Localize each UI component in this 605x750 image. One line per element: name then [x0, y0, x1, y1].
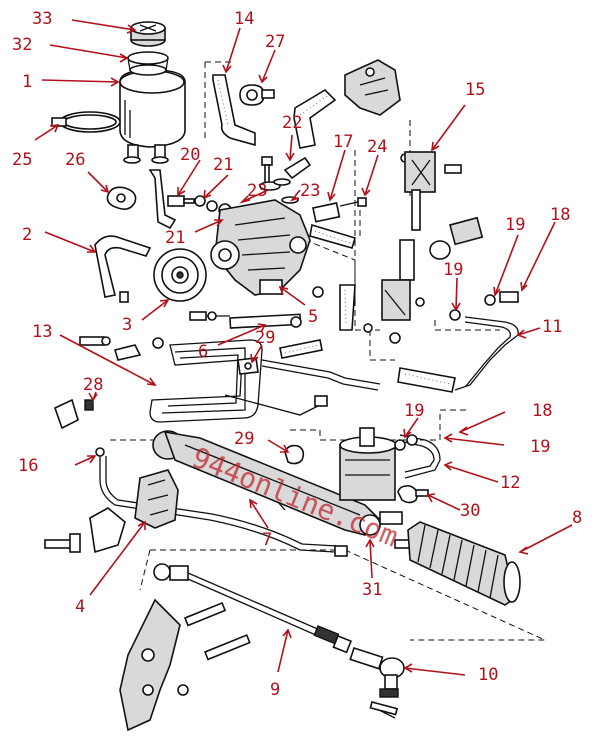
callout-7: 7 — [262, 530, 272, 550]
leader-lines — [34, 19, 573, 676]
bolts-17-24 — [312, 197, 367, 223]
callout-20: 20 — [180, 145, 200, 165]
callout-27: 27 — [265, 32, 285, 52]
hose-clamp-26 — [106, 186, 137, 210]
callout-19-lower-right: 19 — [530, 437, 550, 457]
callout-8: 8 — [572, 508, 582, 528]
callout-labels: 33 32 1 25 26 14 27 15 22 17 24 20 21 23… — [12, 9, 582, 700]
callout-22: 22 — [282, 113, 302, 133]
cooler-line-13 — [149, 339, 381, 423]
pressure-switch — [429, 216, 519, 321]
return-line-11 — [397, 316, 519, 393]
tensioner-bolt — [189, 311, 302, 329]
line-12 — [399, 434, 441, 479]
callout-29-upper: 29 — [255, 328, 275, 348]
callout-12: 12 — [500, 473, 520, 493]
callout-6: 6 — [198, 342, 208, 362]
reservoir-clamp — [51, 111, 121, 133]
callout-9: 9 — [270, 680, 280, 700]
callout-18-top: 18 — [550, 205, 570, 225]
callout-31: 31 — [362, 580, 382, 600]
callout-19-mid: 19 — [443, 260, 463, 280]
callout-15: 15 — [465, 80, 485, 100]
inner-tie-rod — [153, 563, 353, 654]
v-belt — [94, 235, 152, 298]
callout-30: 30 — [460, 501, 480, 521]
clamp-30 — [397, 485, 429, 504]
reservoir-filter — [127, 51, 169, 76]
callout-18-lower: 18 — [532, 401, 552, 421]
tie-rod-end-10 — [349, 646, 405, 719]
hose-clamp-27 — [239, 84, 275, 106]
lower-bracket — [119, 598, 251, 732]
pressure-hose — [309, 223, 373, 333]
bracket-28 — [54, 336, 164, 430]
callout-10: 10 — [478, 665, 498, 685]
callout-21-lower: 21 — [165, 228, 185, 248]
mount-bushing-4 — [44, 469, 179, 554]
callout-13: 13 — [32, 322, 52, 342]
callout-14: 14 — [234, 9, 254, 29]
callout-29-lower: 29 — [234, 429, 254, 449]
callout-16: 16 — [18, 456, 38, 476]
callout-3: 3 — [122, 315, 132, 335]
callout-23-left: 23 — [247, 181, 267, 201]
callout-5: 5 — [308, 307, 318, 327]
callout-33: 33 — [32, 9, 52, 29]
reservoir — [119, 69, 186, 164]
callout-24: 24 — [367, 137, 387, 157]
suction-hose — [212, 74, 256, 147]
reservoir-cap — [130, 21, 166, 47]
callout-32: 32 — [12, 35, 32, 55]
callout-28: 28 — [83, 375, 103, 395]
steering-shaft — [381, 151, 462, 344]
callout-2: 2 — [22, 225, 32, 245]
callout-1: 1 — [22, 72, 32, 92]
steering-rack — [152, 427, 418, 549]
power-steering-pump — [210, 199, 311, 296]
return-line-16 — [95, 447, 348, 557]
rack-boot — [407, 521, 521, 606]
return-hose-22 — [293, 88, 337, 149]
callout-17: 17 — [333, 132, 353, 152]
callout-11: 11 — [542, 317, 562, 337]
hose-clamp-29-lower — [284, 444, 305, 465]
callout-19-top: 19 — [505, 215, 525, 235]
mounting-bracket — [344, 59, 401, 116]
callout-25: 25 — [12, 150, 32, 170]
callout-19-lower-left: 19 — [404, 401, 424, 421]
callout-26: 26 — [65, 150, 85, 170]
callout-4: 4 — [75, 597, 85, 617]
callout-23-right: 23 — [300, 181, 320, 201]
callout-21-upper: 21 — [213, 155, 233, 175]
pump-pulley — [119, 248, 207, 303]
